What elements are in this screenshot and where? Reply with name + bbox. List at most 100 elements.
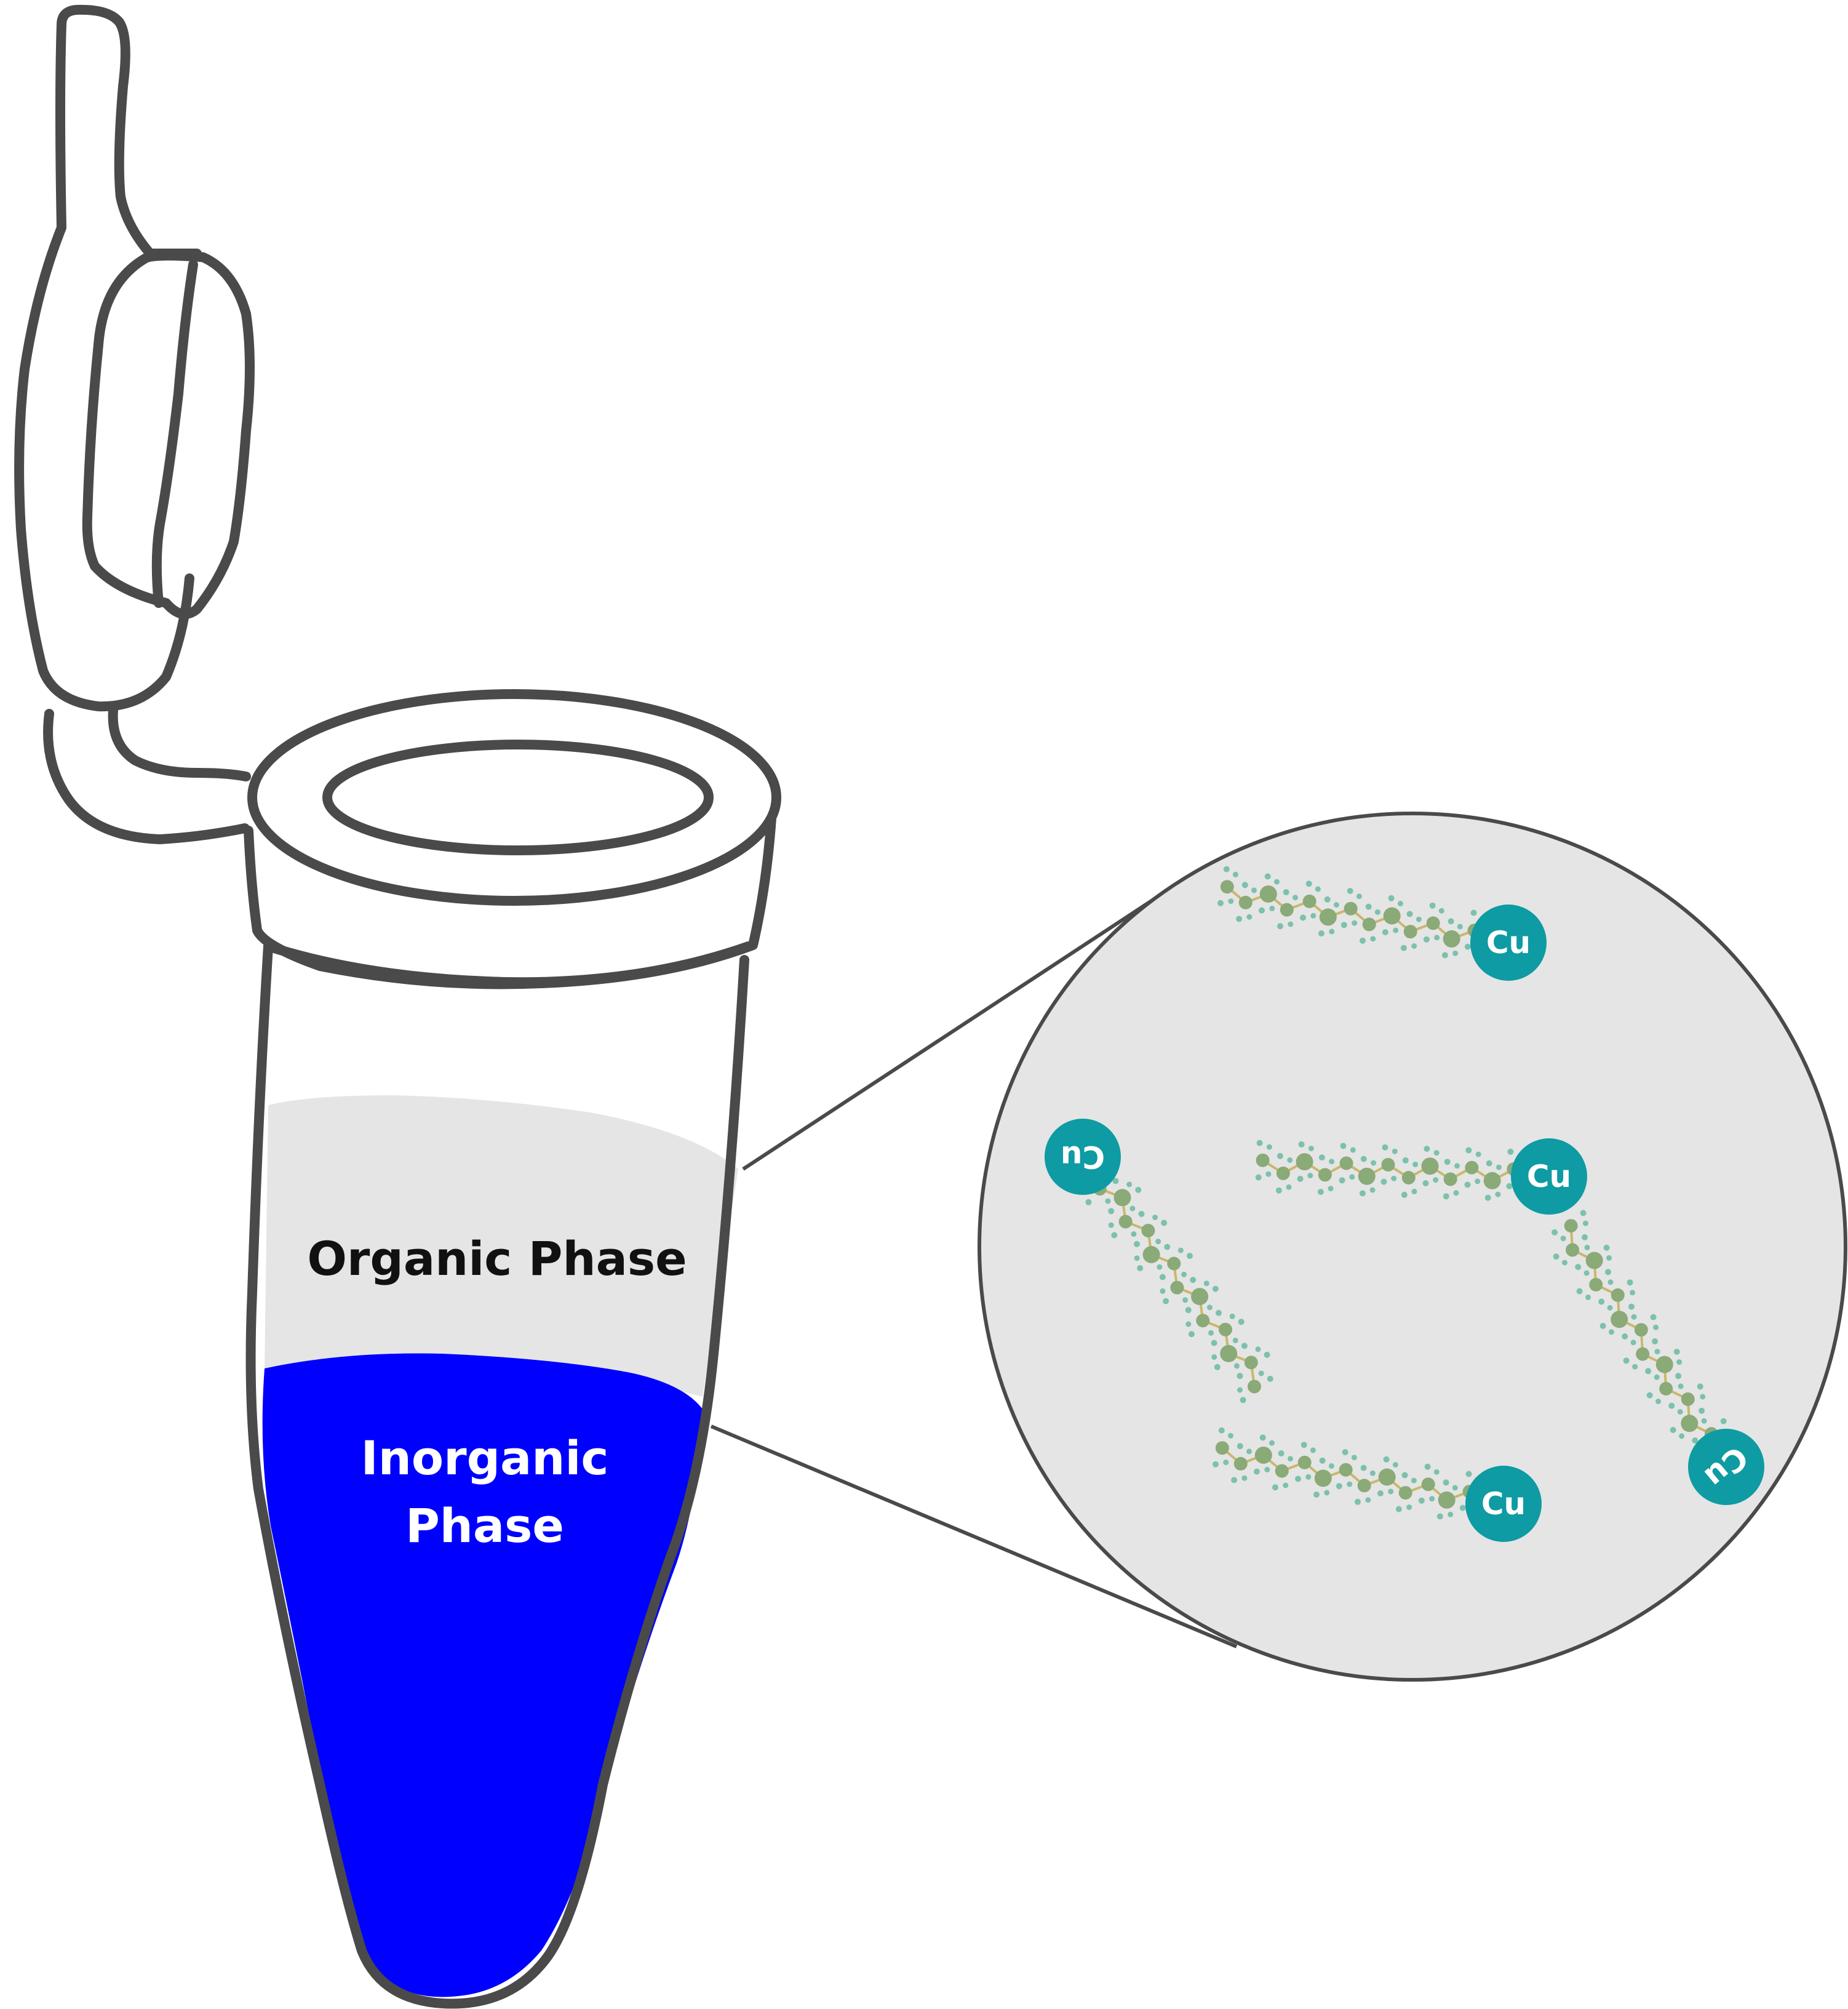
chain-hydrogen <box>1453 1190 1459 1196</box>
chain-hydrogen <box>1454 1163 1460 1169</box>
chain-hydrogen <box>1553 1253 1559 1260</box>
chain-hydrogen <box>1692 1437 1699 1444</box>
chain-hydrogen <box>1131 1231 1137 1237</box>
chain-atom <box>1113 1189 1131 1207</box>
chain-hydrogen <box>1212 1285 1219 1292</box>
chain-hydrogen <box>1486 1160 1492 1167</box>
chain-hydrogen <box>1188 1331 1195 1338</box>
chain-hydrogen <box>1580 1210 1587 1216</box>
inorganic-phase-label-line2: Phase <box>405 1498 564 1553</box>
chain-hydrogen <box>1395 1506 1402 1512</box>
chain-atom <box>1426 916 1440 930</box>
chain-atom <box>1233 1456 1248 1471</box>
chain-hydrogen <box>1324 1490 1330 1496</box>
chain-hydrogen <box>1464 943 1471 950</box>
chain-atom <box>1566 1243 1580 1257</box>
chain-hydrogen <box>1207 1304 1213 1311</box>
chain-hydrogen <box>1295 1476 1301 1482</box>
chain-atom <box>1296 1153 1313 1171</box>
chain-hydrogen <box>1237 1443 1243 1450</box>
chain-atom <box>1276 1166 1290 1180</box>
chain-hydrogen <box>1241 1475 1248 1481</box>
chain-hydrogen <box>1388 895 1395 901</box>
chain-hydrogen <box>1264 873 1271 880</box>
chain-hydrogen <box>1182 1297 1189 1303</box>
chain-hydrogen <box>1256 1140 1263 1146</box>
chain-hydrogen <box>1429 1496 1435 1502</box>
chain-hydrogen <box>1231 1477 1238 1484</box>
chain-hydrogen <box>1412 1161 1419 1167</box>
chain-hydrogen <box>1238 1319 1245 1325</box>
chain-hydrogen <box>1411 1188 1417 1194</box>
chain-atom <box>1655 1356 1673 1373</box>
chain-hydrogen <box>1606 1255 1612 1261</box>
chain-atom <box>1141 1223 1155 1237</box>
chain-hydrogen <box>1562 1260 1567 1266</box>
chain-atom <box>1254 1447 1272 1464</box>
chain-atom <box>1215 1441 1229 1455</box>
chain-hydrogen <box>1216 1309 1222 1316</box>
cap-tab-left <box>14 20 194 712</box>
chain-hydrogen <box>1370 936 1376 942</box>
chain-hydrogen <box>1459 1504 1466 1511</box>
chain-hydrogen <box>1457 924 1463 930</box>
chain-hydrogen <box>1155 1239 1161 1245</box>
chain-hydrogen <box>1365 1497 1371 1503</box>
chain-hydrogen <box>1137 1265 1144 1271</box>
chain-atom <box>1238 895 1253 909</box>
tube-outline <box>245 941 749 2009</box>
chain-hydrogen <box>1443 1193 1449 1200</box>
chain-hydrogen <box>1111 1232 1118 1239</box>
chain-atom <box>1634 1323 1648 1337</box>
chain-hydrogen <box>1697 1383 1703 1390</box>
chain-hydrogen <box>1350 1147 1356 1153</box>
chain-hydrogen <box>1211 1354 1217 1360</box>
chain-hydrogen <box>1575 1264 1582 1271</box>
chain-hydrogen <box>1609 1329 1614 1335</box>
chain-atom <box>1167 1256 1181 1271</box>
chain-hydrogen <box>1607 1304 1613 1311</box>
chain-atom <box>1438 1491 1456 1509</box>
chain-atom <box>1681 1392 1695 1406</box>
chain-atom <box>1589 1277 1603 1292</box>
chain-hydrogen <box>1152 1215 1158 1220</box>
tube-rim-outer <box>247 689 781 906</box>
chain-hydrogen <box>1203 1280 1209 1287</box>
chain-hydrogen <box>1422 1180 1429 1186</box>
chain-hydrogen <box>1317 1189 1324 1196</box>
chain-hydrogen <box>1269 905 1275 911</box>
chain-hydrogen <box>1393 927 1399 933</box>
chain-hydrogen <box>1229 1313 1235 1319</box>
chain-hydrogen <box>1359 1190 1366 1197</box>
chain-hydrogen <box>1112 1178 1119 1184</box>
chain-hydrogen <box>1599 1322 1606 1329</box>
chain-hydrogen <box>1315 886 1321 892</box>
chain-hydrogen <box>1138 1210 1145 1217</box>
chain-hydrogen <box>1233 1363 1240 1369</box>
chain-hydrogen <box>1213 1461 1219 1468</box>
chain-hydrogen <box>1342 1449 1348 1455</box>
chain-atom <box>1319 908 1337 926</box>
chain-hydrogen <box>1283 889 1289 895</box>
chain-hydrogen <box>1318 930 1324 937</box>
chain-hydrogen <box>1164 1244 1171 1250</box>
chain-hydrogen <box>1628 1303 1635 1310</box>
chain-hydrogen <box>1333 902 1339 908</box>
chain-hydrogen <box>1259 1434 1266 1441</box>
chain-hydrogen <box>1181 1271 1187 1277</box>
chain-hydrogen <box>1654 1374 1660 1380</box>
copper-label: Cu <box>1481 1486 1526 1522</box>
chain-hydrogen <box>1627 1279 1633 1286</box>
chain-atom <box>1118 1215 1133 1229</box>
chain-hydrogen <box>1352 920 1358 926</box>
chain-atom <box>1443 1172 1457 1186</box>
chain-hydrogen <box>1328 1186 1334 1192</box>
chain-atom <box>1401 1171 1416 1184</box>
chain-hydrogen <box>1228 898 1234 905</box>
chain-hydrogen <box>1583 1220 1588 1226</box>
chain-hydrogen <box>1392 1462 1398 1468</box>
chain-hydrogen <box>1134 1255 1140 1261</box>
chain-hydrogen <box>1251 887 1257 893</box>
chain-hydrogen <box>1223 1460 1229 1466</box>
organic-phase-label: Organic Phase <box>307 1231 687 1286</box>
